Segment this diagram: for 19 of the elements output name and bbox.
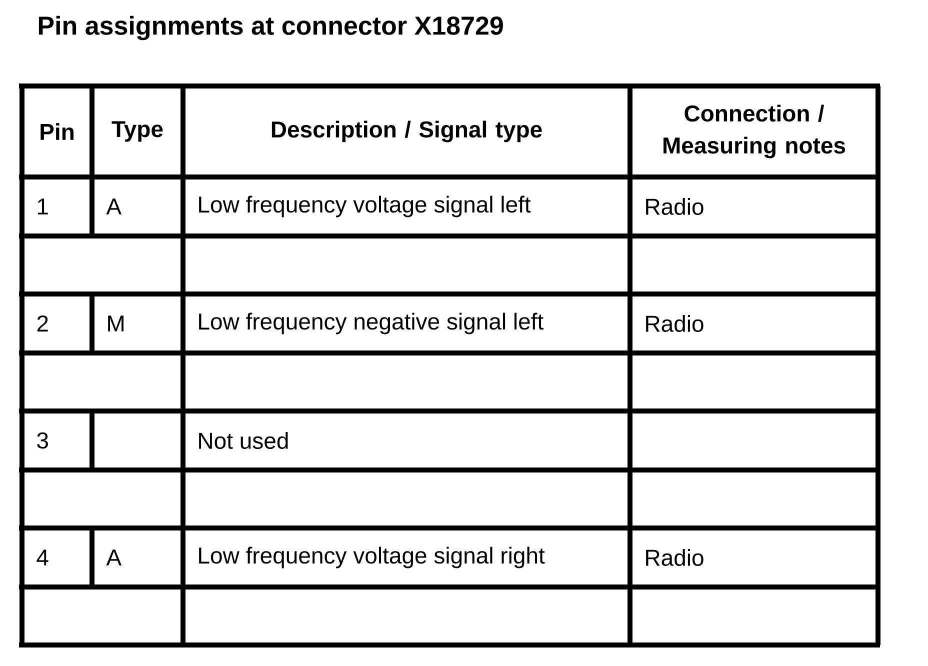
header-text: Connection / Measuring notes: [664, 104, 846, 158]
header-text: Pin: [40, 123, 74, 140]
note-text: Radio: [646, 549, 704, 566]
pin-number: 2: [37, 315, 48, 332]
pin-type: A: [106, 550, 122, 566]
header-text: Description / Signal type: [272, 120, 542, 142]
pin-type: M: [108, 316, 124, 332]
header-text: Type: [112, 121, 163, 142]
description-text: Not used: [199, 432, 288, 449]
pin-type: A: [106, 198, 122, 214]
title: Pin assignments at connector X18729: [38, 16, 503, 40]
pin-number: 3: [37, 432, 48, 449]
description-text: Low frequency negative signal left: [199, 312, 544, 334]
description-text: Low frequency voltage signal right: [199, 546, 545, 568]
note-text: Radio: [646, 198, 704, 215]
note-text: Radio: [646, 315, 704, 332]
pin-number: 4: [36, 550, 48, 566]
description-text: Low frequency voltage signal left: [199, 196, 531, 218]
pin-number: 1: [38, 198, 48, 214]
